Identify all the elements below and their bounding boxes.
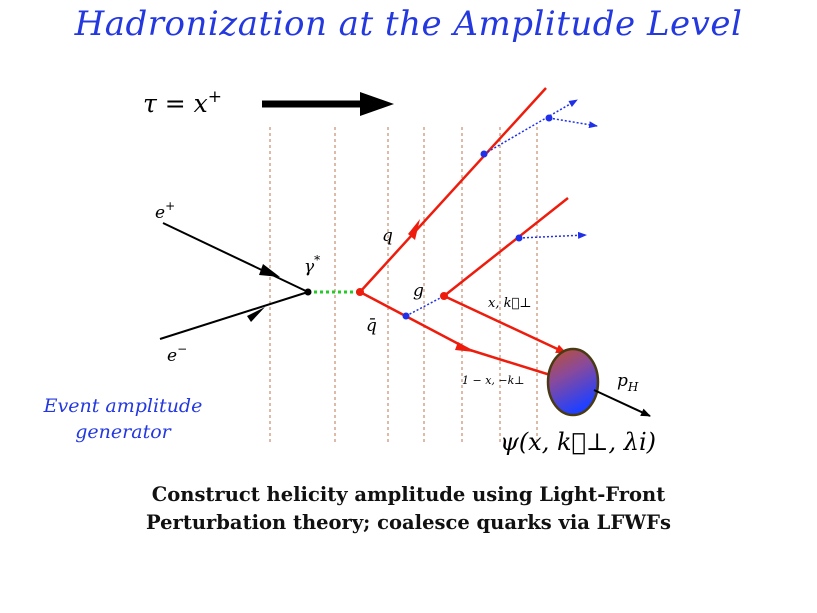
wavefunction-label: ψ(x, k⃗⊥, λi) xyxy=(500,428,656,456)
gamma-label: γ* xyxy=(304,253,320,277)
hadron-blob xyxy=(546,347,600,417)
slide-caption: Construct helicity amplitude using Light… xyxy=(0,481,817,537)
hadron-quark-line xyxy=(443,294,567,355)
e-minus-line xyxy=(159,291,309,340)
gluon-branch-line xyxy=(548,117,598,129)
p-h-label: pH xyxy=(617,371,639,394)
time-slices xyxy=(269,127,538,445)
split-quark-up-line xyxy=(443,197,569,297)
caption-line1: Construct helicity amplitude using Light… xyxy=(151,483,666,506)
gluon-g-line xyxy=(405,295,445,317)
qbar-label: q̄ xyxy=(366,316,377,336)
antiquark-to-hadron-line xyxy=(469,348,561,380)
event-generator-line2: generator xyxy=(75,421,171,443)
ee-vertex xyxy=(304,288,312,296)
one-minus-x-label: 1 − x, −k⊥ xyxy=(462,374,525,387)
g-label: g xyxy=(413,281,424,301)
antiquark-line xyxy=(359,290,471,352)
radiated-gluon-line xyxy=(483,99,578,155)
q-label: q xyxy=(382,226,393,246)
e-minus-label: e− xyxy=(167,342,187,366)
e-plus-arrowhead xyxy=(259,264,280,277)
event-generator-line1: Event amplitude xyxy=(43,395,203,417)
split-quark-gluon-line xyxy=(518,231,587,239)
tau-label: τ = x+ xyxy=(143,87,222,118)
e-minus-arrowhead xyxy=(247,307,265,322)
quark-line xyxy=(359,87,547,293)
e-plus-label: e+ xyxy=(155,199,175,223)
e-plus-line xyxy=(162,222,309,293)
slide-title: Hadronization at the Amplitude Level xyxy=(74,4,743,44)
antiquark-arrowhead xyxy=(455,342,474,352)
time-direction-arrowhead xyxy=(360,92,394,116)
x-kperp-label: x, k⃗⊥ xyxy=(488,296,532,311)
event-generator-label: Event amplitude generator xyxy=(18,393,228,445)
caption-line2: Perturbation theory; coalesce quarks via… xyxy=(146,511,671,534)
quark-arrowhead xyxy=(408,219,420,240)
hadron-momentum-line xyxy=(593,389,651,417)
